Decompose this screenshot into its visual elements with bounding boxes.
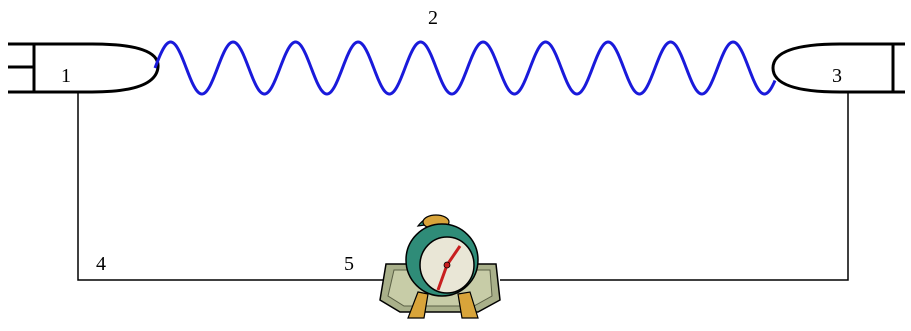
label-3: 3 [832,65,842,87]
label-4: 4 [96,253,106,275]
alarm-clock-icon [380,215,500,318]
left-electrode [8,44,158,92]
spring-wire [155,42,775,94]
label-5: 5 [344,253,354,275]
label-1: 1 [61,65,71,87]
label-2: 2 [428,7,438,29]
